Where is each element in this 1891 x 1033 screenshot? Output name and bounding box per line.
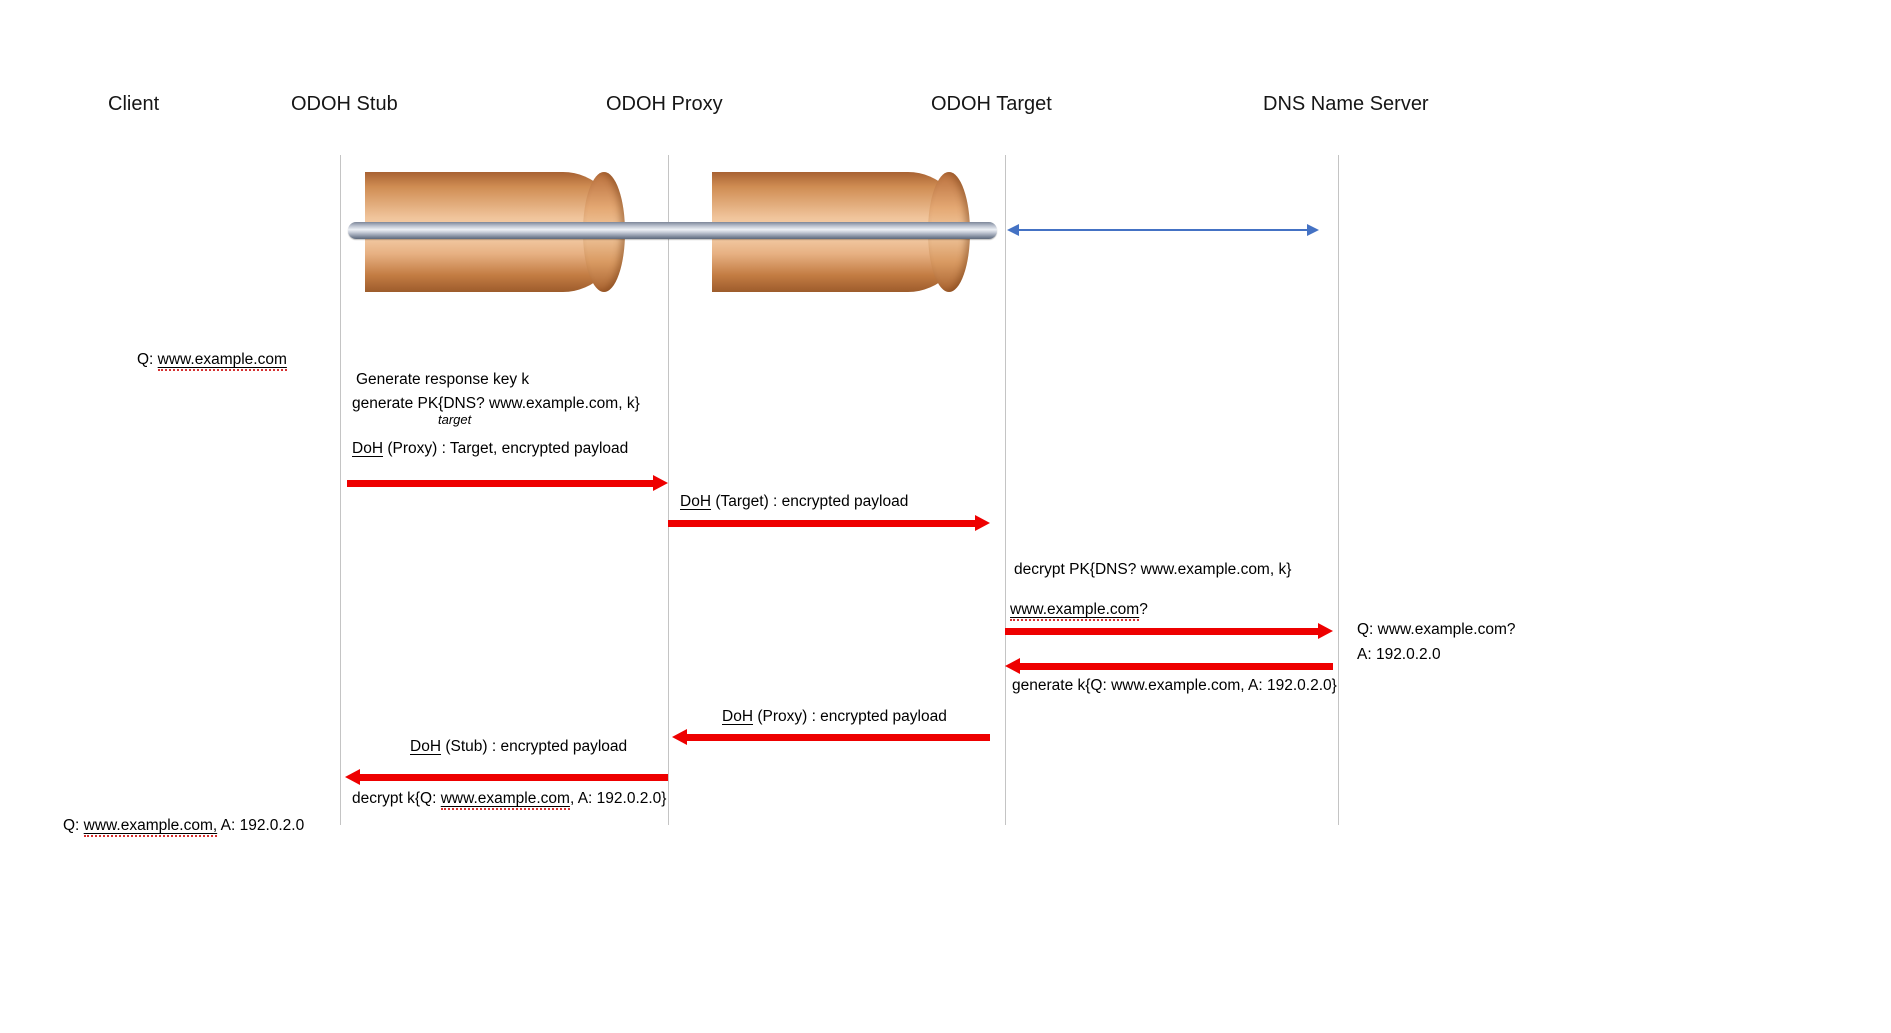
- arrow-proxy-to-target: [668, 515, 990, 532]
- final-answer-domain: www.example.com,: [83, 817, 218, 837]
- doh-token: DoH: [722, 708, 754, 725]
- arrowhead-left-icon: [1007, 224, 1019, 236]
- arrow-shaft: [668, 520, 977, 527]
- header-odoh-target: ODOH Target: [931, 93, 1052, 115]
- label-pk-subscript-target: target: [438, 412, 472, 427]
- target-query-domain: www.example.com: [1010, 601, 1140, 621]
- decrypt-k-domain: www.example.com: [440, 790, 570, 810]
- lifeline-odoh-target: [1005, 155, 1006, 825]
- arrow-stub-to-proxy: [347, 475, 668, 492]
- lifeline-dns-name-server: [1338, 155, 1339, 825]
- doh-target-request-rest: (Target) : encrypted payload: [711, 493, 909, 510]
- doh-token: DoH: [352, 440, 384, 457]
- doh-proxy-request-rest: (Proxy) : Target, encrypted payload: [383, 440, 629, 457]
- arrowhead-left-icon: [345, 769, 360, 785]
- label-target-query: www.example.com?: [1010, 601, 1148, 621]
- arrow-shaft: [358, 774, 668, 781]
- header-client: Client: [108, 93, 160, 115]
- arrow-target-to-proxy: [672, 729, 990, 746]
- header-odoh-stub: ODOH Stub: [291, 93, 398, 115]
- arrow-target-to-dns: [1005, 623, 1333, 640]
- arrow-shaft: [685, 734, 990, 741]
- label-doh-proxy-response: DoH (Proxy) : encrypted payload: [722, 708, 947, 726]
- arrow-dns-to-target: [1005, 658, 1333, 675]
- final-answer-prefix: Q:: [63, 817, 84, 834]
- label-decrypt-k: decrypt k{Q: www.example.com, A: 192.0.2…: [352, 790, 667, 810]
- label-client-query: Q: www.example.com: [137, 351, 287, 371]
- decrypt-k-prefix: decrypt k{Q:: [352, 790, 441, 807]
- label-doh-stub-response: DoH (Stub) : encrypted payload: [410, 738, 627, 756]
- arrow-shaft: [1018, 663, 1333, 670]
- doh-stub-response-rest: (Stub) : encrypted payload: [441, 738, 628, 755]
- lifeline-odoh-stub: [340, 155, 341, 825]
- label-generate-pk: generate PK{DNS? www.example.com, k}: [352, 395, 640, 412]
- target-query-suffix: ?: [1139, 601, 1148, 618]
- arrowhead-right-icon: [1307, 224, 1319, 236]
- doh-proxy-response-rest: (Proxy) : encrypted payload: [753, 708, 947, 725]
- arrow-line: [1016, 229, 1310, 232]
- label-doh-target-request: DoH (Target) : encrypted payload: [680, 493, 908, 511]
- client-query-prefix: Q:: [137, 351, 158, 368]
- arrowhead-left-icon: [1005, 658, 1020, 674]
- arrowhead-right-icon: [1318, 623, 1333, 639]
- label-decrypt-pk: decrypt PK{DNS? www.example.com, k}: [1014, 561, 1292, 578]
- arrow-shaft: [1005, 628, 1320, 635]
- arrow-proxy-to-stub: [345, 769, 668, 786]
- label-generate-k: generate k{Q: www.example.com, A: 192.0.…: [1012, 677, 1337, 694]
- doh-token: DoH: [680, 493, 712, 510]
- target-dns-double-arrow: [1007, 224, 1319, 237]
- arrowhead-right-icon: [975, 515, 990, 531]
- arrow-shaft: [347, 480, 655, 487]
- decrypt-k-suffix: , A: 192.0.2.0}: [569, 790, 667, 807]
- doh-token: DoH: [410, 738, 442, 755]
- encrypted-pipe: [348, 222, 997, 239]
- label-final-answer: Q: www.example.com, A: 192.0.2.0: [63, 817, 305, 837]
- label-generate-response-key: Generate response key k: [356, 371, 530, 388]
- header-dns-name-server: DNS Name Server: [1263, 93, 1429, 115]
- lifeline-odoh-proxy: [668, 155, 669, 825]
- arrowhead-left-icon: [672, 729, 687, 745]
- client-query-domain: www.example.com: [157, 351, 287, 371]
- label-doh-proxy-request: DoH (Proxy) : Target, encrypted payload: [352, 440, 628, 458]
- arrowhead-right-icon: [653, 475, 668, 491]
- final-answer-suffix: A: 192.0.2.0: [217, 817, 305, 834]
- header-odoh-proxy: ODOH Proxy: [606, 93, 723, 115]
- label-ns-query: Q: www.example.com?: [1357, 621, 1516, 638]
- label-ns-answer: A: 192.0.2.0: [1357, 646, 1441, 663]
